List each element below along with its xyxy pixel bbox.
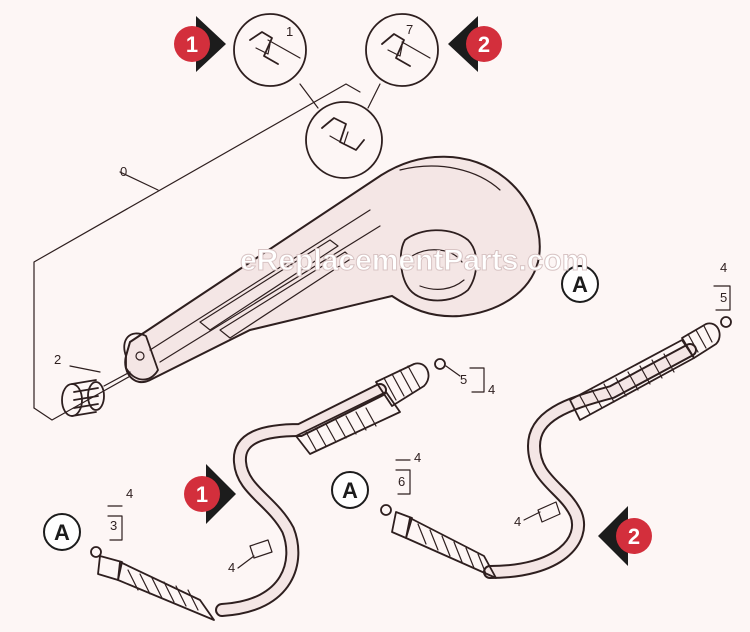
- svg-text:1: 1: [186, 32, 198, 57]
- spring: [61, 365, 131, 417]
- label-hose1-end-bracket: 4: [488, 382, 495, 397]
- svg-text:A: A: [342, 478, 358, 503]
- hose-1: [97, 362, 430, 621]
- label-hose2-oring: 6: [398, 474, 405, 489]
- hose1-end-leader: [445, 365, 461, 377]
- label-clip-1: 1: [286, 24, 293, 39]
- hose1-end-bracket: [469, 367, 485, 393]
- svg-text:2: 2: [478, 32, 490, 57]
- gun-bracket-lines: [33, 83, 361, 421]
- label-spring: 2: [54, 352, 61, 367]
- hose2-label-bracket: [395, 459, 411, 495]
- marker-1-top: 1: [174, 16, 226, 72]
- label-hose1-clip: 4: [228, 560, 235, 575]
- watermark-text: eReplacementParts.com: [240, 244, 589, 277]
- detail-circle-installed: [305, 101, 383, 179]
- label-hose2-end-bracket: 4: [720, 260, 727, 275]
- svg-text:2: 2: [628, 524, 640, 549]
- svg-text:1: 1: [196, 482, 208, 507]
- svg-text:A: A: [572, 272, 588, 297]
- hose2-end-oring: [720, 316, 732, 328]
- svg-text:A: A: [54, 520, 70, 545]
- hose1-oring: [90, 546, 102, 558]
- hose-2: [391, 322, 721, 579]
- marker-1-mid: 1: [184, 464, 236, 524]
- label-hose2-bracket: 4: [414, 450, 421, 465]
- callout-a-hose1: A: [43, 513, 81, 551]
- hose2-oring: [380, 504, 392, 516]
- detail-circle-clip-7: [365, 13, 439, 109]
- callout-a-hose2: A: [331, 471, 369, 509]
- label-gun: 0: [120, 164, 127, 179]
- hose2-clip-leader: [523, 511, 541, 521]
- marker-2-mid: 2: [598, 506, 652, 566]
- label-hose1-oring: 3: [110, 518, 117, 533]
- label-hose1-bracket: 4: [126, 486, 133, 501]
- spray-gun-body: [123, 155, 541, 383]
- hose1-end-oring: [434, 358, 446, 370]
- label-hose2-clip: 4: [514, 514, 521, 529]
- hose2-end-bracket: [713, 285, 731, 311]
- marker-2-top: 2: [448, 16, 502, 72]
- callout-a-gun: A: [561, 265, 599, 303]
- label-hose1-end-oring: 5: [460, 372, 467, 387]
- label-hose2-end-oring: 5: [720, 290, 727, 305]
- label-clip-7: 7: [406, 22, 413, 37]
- hose1-clip-leader: [237, 555, 255, 569]
- hose1-label-bracket: [107, 505, 123, 541]
- detail-circle-clip-1: [233, 13, 319, 109]
